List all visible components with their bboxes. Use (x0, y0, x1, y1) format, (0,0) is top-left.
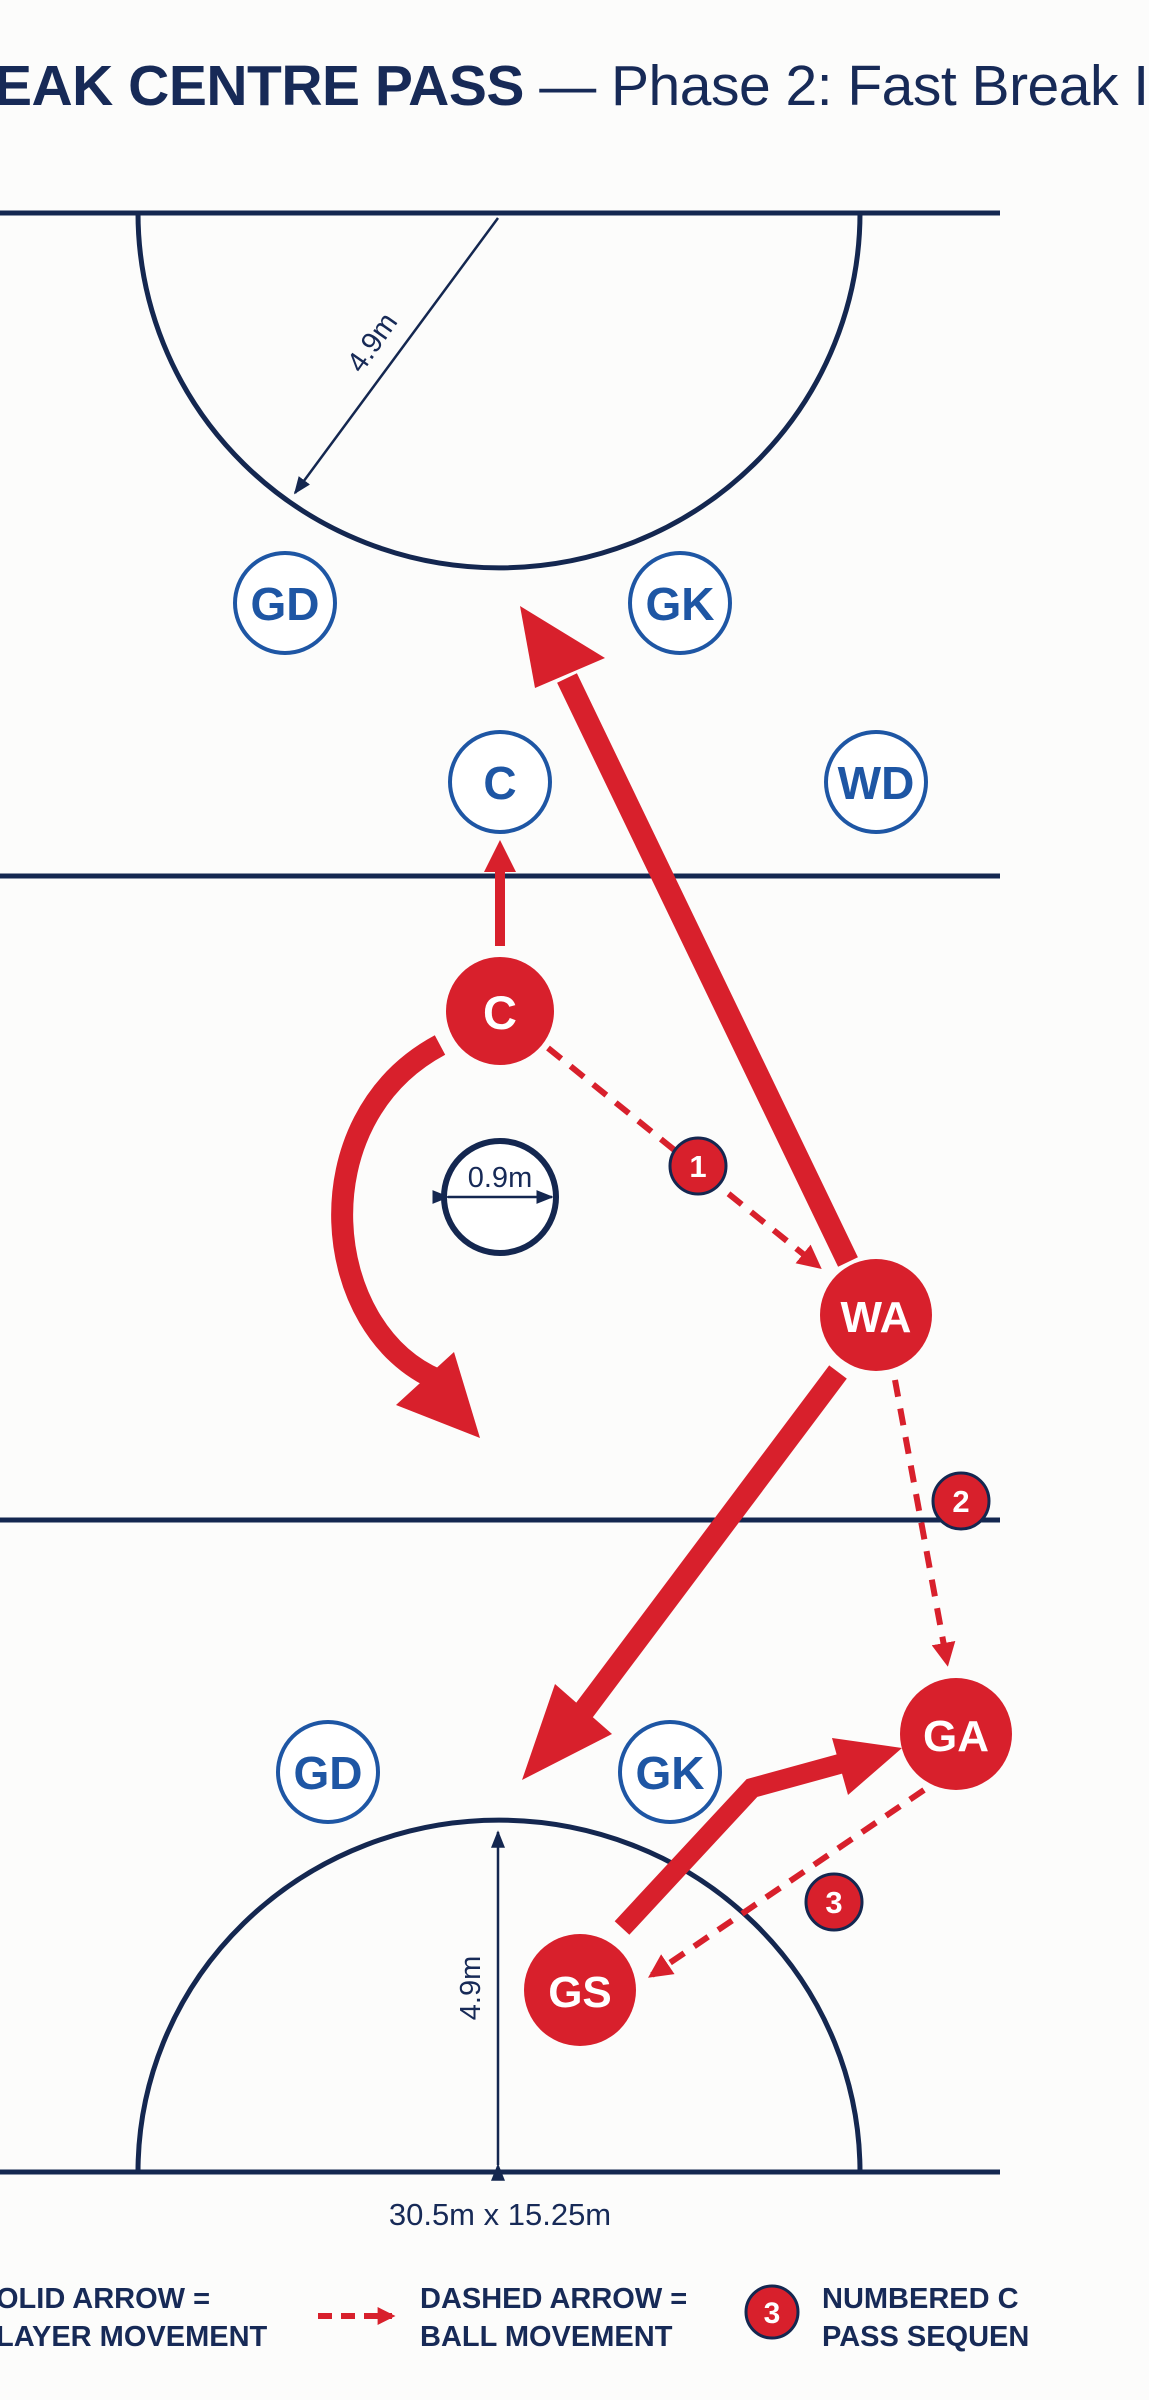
court-dimensions-label: 30.5m x 15.25m (389, 2197, 611, 2232)
title-rest: — Phase 2: Fast Break I (523, 54, 1149, 118)
legend-solid-arrow: OLID ARROW = LAYER MOVEMENT (0, 2283, 268, 2353)
svg-text:DASHED ARROW =: DASHED ARROW = (420, 2283, 687, 2315)
c-step-arrow-head (484, 840, 516, 872)
pass-2-arrow (892, 1379, 956, 1667)
legend-dashed-arrow: DASHED ARROW = BALL MOVEMENT (318, 2283, 687, 2353)
c-curve-arrow-shaft (331, 1035, 446, 1391)
court-svg: 4.9m 4.9m 0.9m (0, 210, 1029, 2353)
centre-circle-label: 0.9m (468, 1162, 532, 1194)
wa-drive-arrow-shaft (571, 1365, 847, 1723)
defender-wd: WD (824, 730, 928, 834)
svg-text:3: 3 (825, 1885, 842, 1920)
top-radius-label: 4.9m (341, 307, 404, 378)
svg-text:BALL MOVEMENT: BALL MOVEMENT (420, 2321, 673, 2353)
svg-text:WD: WD (838, 757, 915, 809)
pass-badge-3: 3 (804, 1872, 864, 1932)
pass-badge-2: 2 (931, 1471, 991, 1531)
court-diagram: EAK CENTRE PASS — Phase 2: Fast Break I … (0, 58, 1149, 2353)
svg-text:PASS SEQUEN: PASS SEQUEN (822, 2321, 1029, 2353)
svg-text:GA: GA (923, 1712, 989, 1761)
title-bold: EAK CENTRE PASS (0, 54, 524, 118)
defender-gd-bottom: GD (276, 1720, 380, 1824)
bottom-radius-label: 4.9m (455, 1956, 487, 2020)
ball-movement-arrows (546, 1045, 956, 1978)
svg-text:NUMBERED C: NUMBERED C (822, 2283, 1019, 2315)
attacker-gs: GS (524, 1934, 636, 2046)
svg-text:2: 2 (952, 1484, 969, 1519)
player-movement-arrows (331, 606, 902, 1935)
svg-text:GK: GK (636, 1747, 705, 1799)
gs-lead-arrow-head (832, 1738, 902, 1795)
wa-drive-arrow-head (522, 1684, 612, 1780)
top-radius-line (293, 217, 500, 495)
top-shooting-circle (135, 212, 863, 571)
svg-text:LAYER MOVEMENT: LAYER MOVEMENT (0, 2321, 268, 2353)
defender-c: C (448, 730, 552, 834)
bottom-shooting-circle (135, 1817, 863, 2173)
legend-number-badge-icon (744, 2284, 800, 2340)
svg-text:GK: GK (646, 578, 715, 630)
svg-text:C: C (483, 986, 517, 1039)
svg-text:C: C (483, 757, 516, 809)
pass-3-arrow (648, 1787, 926, 1978)
defender-gk-top: GK (628, 551, 732, 655)
svg-text:GD: GD (294, 1747, 363, 1799)
svg-text:1: 1 (689, 1149, 706, 1184)
c-curve-arrow-head (396, 1352, 480, 1438)
svg-text:GD: GD (251, 578, 320, 630)
wa-run-arrow-shaft (557, 673, 858, 1267)
svg-text:OLID ARROW =: OLID ARROW = (0, 2283, 210, 2315)
page-title: EAK CENTRE PASS — Phase 2: Fast Break I (0, 58, 1149, 115)
defender-gd-top: GD (233, 551, 337, 655)
pass-badge-1: 1 (668, 1136, 728, 1196)
attacker-c: C (446, 957, 554, 1065)
attacker-wa: WA (820, 1259, 932, 1371)
gs-lead-arrow-shaft (614, 1750, 857, 1935)
svg-text:WA: WA (841, 1293, 912, 1342)
defender-gk-bottom: GK (618, 1720, 722, 1824)
legend-numbered: 3 NUMBERED C PASS SEQUEN (744, 2283, 1029, 2353)
attacker-ga: GA (900, 1678, 1012, 1790)
svg-text:3: 3 (764, 2297, 781, 2330)
svg-text:GS: GS (548, 1968, 612, 2017)
legend: OLID ARROW = LAYER MOVEMENT DASHED ARROW… (0, 2283, 1029, 2353)
wa-run-arrow-head (520, 606, 605, 688)
